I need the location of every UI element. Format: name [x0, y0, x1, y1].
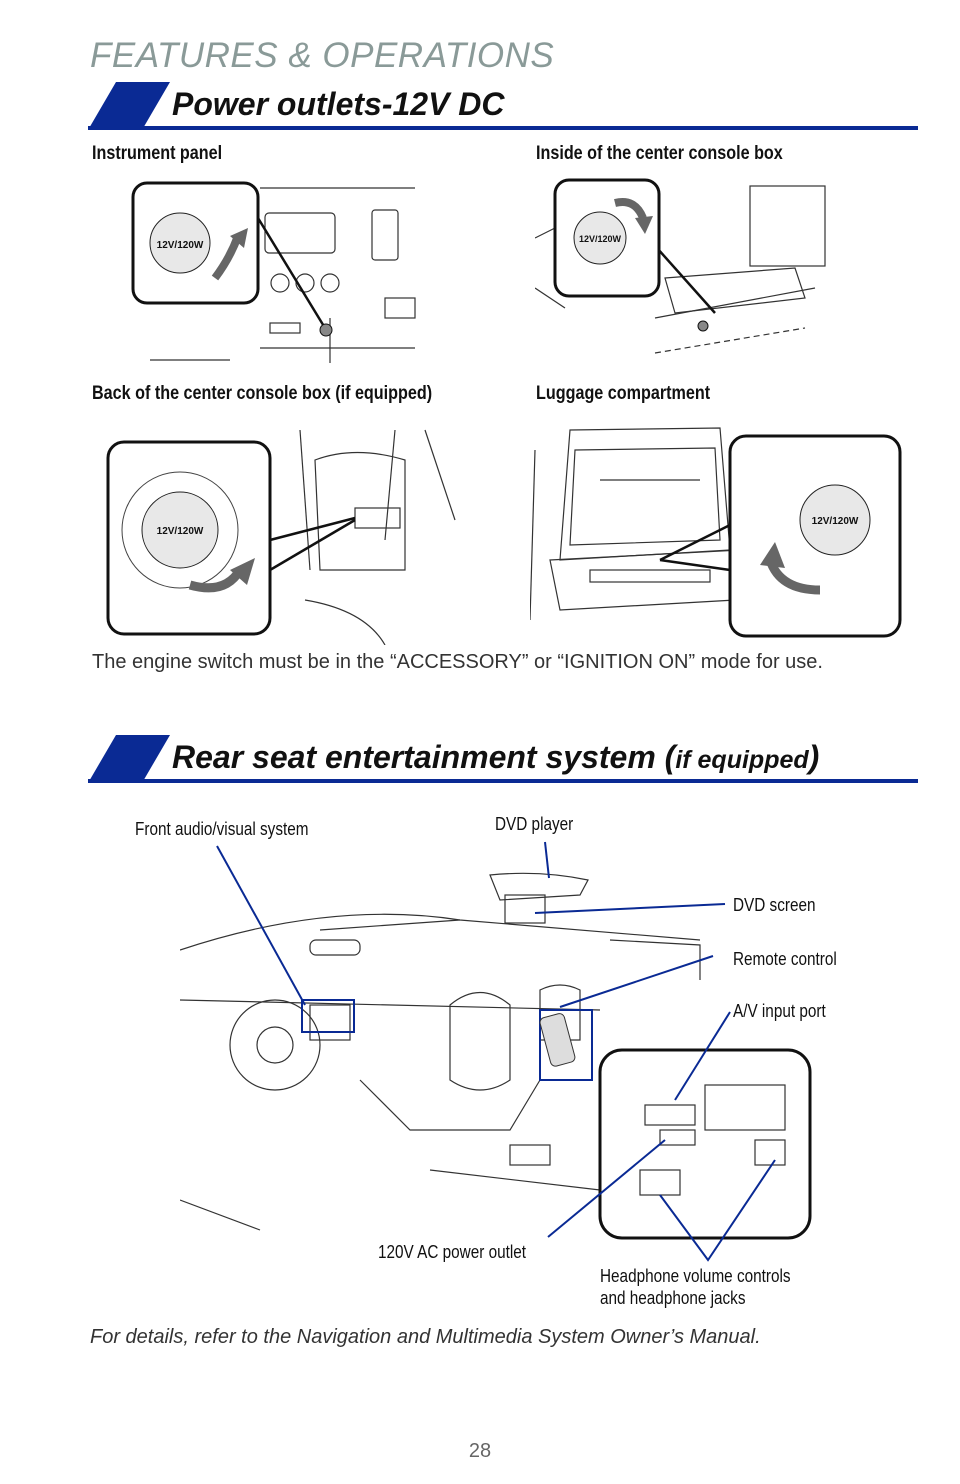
vehicle-interior-illustration: [180, 872, 812, 1240]
label-console-inside: Inside of the center console box: [536, 143, 783, 164]
console-back-illustration: 12V/120W: [106, 429, 456, 645]
rear-entertainment-banner: Rear seat entertainment system (if equip…: [88, 735, 918, 783]
leader-av-input: [674, 1011, 731, 1101]
power-outlets-banner: Power outlets-12V DC: [88, 82, 918, 130]
callout-front-av: Front audio/visual system: [135, 819, 309, 839]
engine-switch-note: The engine switch must be in the “ACCESS…: [92, 651, 823, 673]
outlet-label: 12V/120W: [157, 526, 204, 537]
label-instrument-panel: Instrument panel: [92, 143, 223, 164]
leader-ac-outlet: [547, 1139, 666, 1238]
instrument-panel-illustration: 12V/120W: [131, 181, 416, 363]
leader-front-av: [216, 845, 306, 1006]
console-inside-illustration: 12V/120W: [535, 178, 826, 354]
outlet-label: 12V/120W: [579, 234, 622, 244]
callout-remote: Remote control: [733, 949, 837, 969]
leader-headphone: [659, 1159, 776, 1262]
callout-ac-outlet: 120V AC power outlet: [378, 1242, 527, 1262]
leader-dvd-screen: [534, 903, 726, 914]
power-outlets-title: Power outlets-12V DC: [172, 86, 505, 122]
title-close: ): [808, 739, 820, 775]
callout-av-input: A/V input port: [733, 1001, 826, 1021]
leader-remote: [559, 955, 714, 1008]
banner-rule: [88, 126, 918, 130]
label-console-back: Back of the center console box (if equip…: [92, 383, 433, 404]
outlet-label: 12V/120W: [812, 516, 859, 527]
banner-rule: [88, 779, 918, 783]
callout-dvd-player: DVD player: [495, 814, 574, 834]
callout-dvd-screen: DVD screen: [733, 895, 816, 915]
outlet-label: 12V/120W: [157, 240, 204, 251]
title-suffix: if equipped: [675, 746, 809, 774]
rear-entertainment-title: Rear seat entertainment system (if equip…: [172, 739, 819, 776]
page-number: 28: [468, 1440, 492, 1462]
title-main: Rear seat entertainment system (: [172, 739, 676, 775]
callout-headphone-line2: and headphone jacks: [600, 1288, 746, 1308]
callout-headphone-line1: Headphone volume controls: [600, 1266, 791, 1286]
luggage-illustration: 12V/120W: [530, 427, 902, 638]
section-kicker: FEATURES & OPERATIONS: [90, 36, 555, 75]
owners-manual-note: For details, refer to the Navigation and…: [90, 1326, 761, 1348]
label-luggage: Luggage compartment: [536, 383, 711, 404]
leader-dvd-player: [544, 841, 550, 879]
